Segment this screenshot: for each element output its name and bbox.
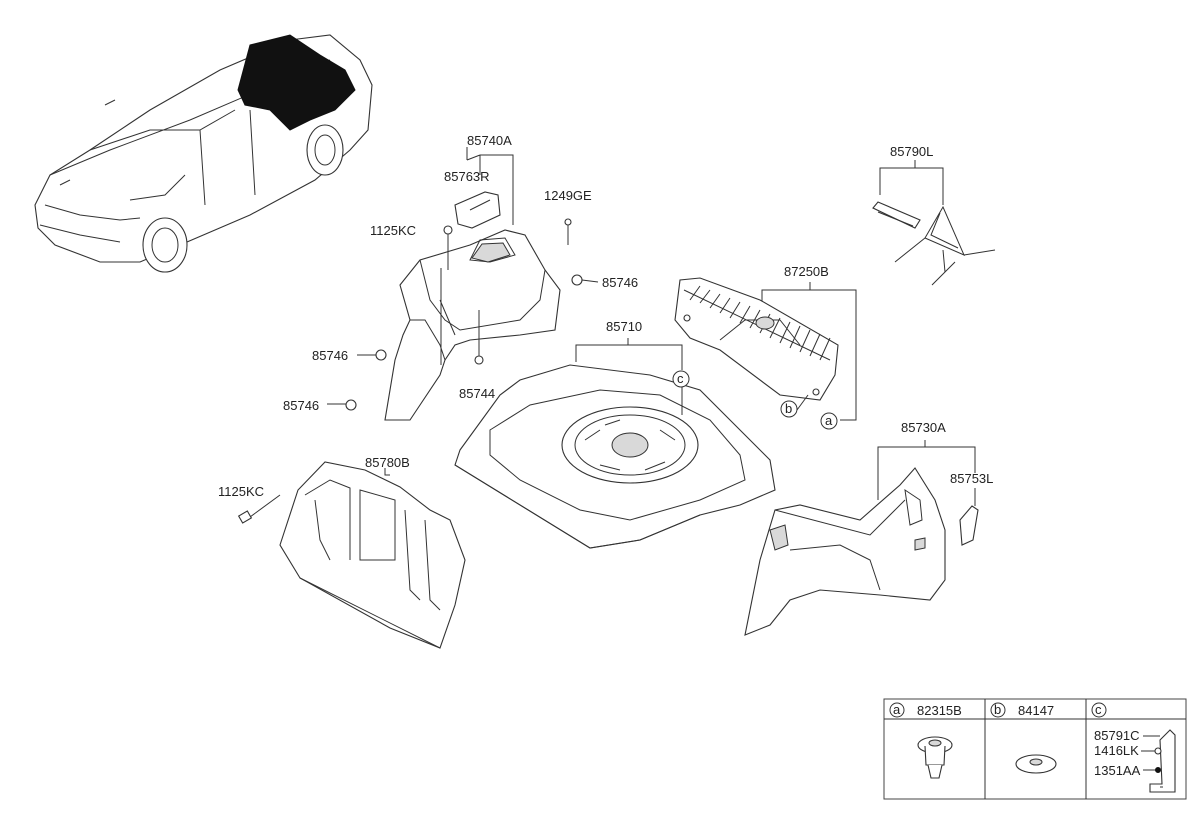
label-85763R: 85763R	[444, 169, 490, 184]
label-1125KC-bottom: 1125KC	[218, 484, 264, 499]
right-trim-group	[744, 440, 979, 636]
legend-code-b: 84147	[1018, 703, 1054, 718]
callout-a: a	[825, 413, 833, 428]
label-85746-right: 85746	[602, 275, 638, 290]
callout-b: b	[785, 401, 792, 416]
warning-triangle-kit	[872, 160, 996, 286]
bracket-set-drawing: 85791C 1416LK 1351AA	[1094, 728, 1176, 793]
label-85710: 85710	[606, 319, 642, 334]
callout-b-circle	[780, 400, 798, 418]
callout-c: c	[677, 371, 684, 386]
car-illustration	[34, 34, 373, 273]
callout-a-circle	[820, 412, 838, 430]
trunk-floor-mat	[454, 338, 776, 549]
floor-covering	[237, 461, 466, 649]
legend-code-a: 82315B	[917, 703, 962, 718]
legend-letter-c: c	[1095, 702, 1102, 717]
legend-letter-b: b	[994, 702, 1001, 717]
part-labels: 85740A 85763R 1249GE 1125KC 85746 85746 …	[218, 133, 993, 499]
label-87250B: 87250B	[784, 264, 829, 279]
callout-c-circle	[672, 370, 690, 388]
label-85744: 85744	[459, 386, 495, 401]
label-85740A: 85740A	[467, 133, 512, 148]
label-85730A: 85730A	[901, 420, 946, 435]
legend-part-1416LK: 1416LK	[1094, 743, 1139, 758]
callout-markers: c b a	[672, 370, 838, 430]
label-1125KC-top: 1125KC	[370, 223, 416, 238]
legend-part-1351AA: 1351AA	[1094, 763, 1141, 778]
label-85746-left-2: 85746	[283, 398, 319, 413]
label-85753L: 85753L	[950, 471, 993, 486]
label-1249GE: 1249GE	[544, 188, 592, 203]
legend-letter-a: a	[893, 702, 901, 717]
grommet-84147-drawing	[1015, 754, 1057, 774]
clip-82315B-drawing	[917, 736, 953, 779]
label-85746-left-1: 85746	[312, 348, 348, 363]
label-85790L: 85790L	[890, 144, 933, 159]
legend-table: a 82315B b 84147 c 85791C 1416LK 1351AA	[883, 698, 1187, 800]
trunk-highlight	[237, 34, 356, 131]
label-85780B: 85780B	[365, 455, 410, 470]
legend-part-85791C: 85791C	[1094, 728, 1140, 743]
rear-transverse-trim	[674, 277, 857, 421]
left-trim-group	[327, 147, 599, 421]
